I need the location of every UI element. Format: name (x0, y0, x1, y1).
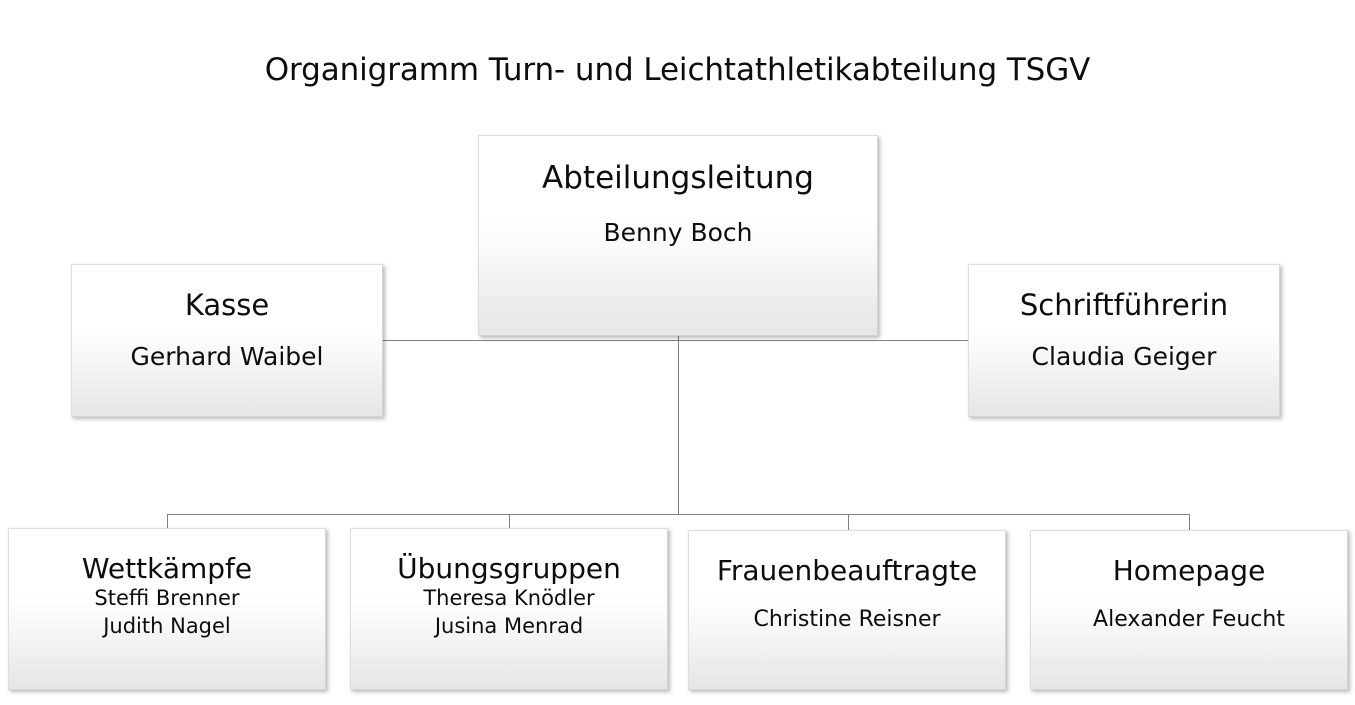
node-uebungsgruppen[interactable]: Übungsgruppen Theresa Knödler Jusina Men… (350, 528, 668, 690)
node-person-uebungsgruppen-1: Theresa Knödler (423, 586, 595, 611)
node-person-uebungsgruppen-2: Jusina Menrad (434, 614, 584, 639)
node-title-homepage: Homepage (1112, 554, 1266, 587)
node-person-abteilungsleitung: Benny Boch (603, 217, 753, 247)
node-person-kasse: Gerhard Waibel (130, 342, 324, 372)
node-title-wettkaempfe: Wettkämpfe (81, 552, 253, 585)
node-title-abteilungsleitung: Abteilungsleitung (542, 160, 814, 196)
node-person-schriftfuehrerin: Claudia Geiger (1031, 342, 1217, 372)
node-kasse[interactable]: Kasse Gerhard Waibel (71, 264, 383, 417)
node-title-kasse: Kasse (184, 288, 270, 322)
node-person-homepage: Alexander Feucht (1093, 607, 1285, 633)
node-title-frauenbeauftragte: Frauenbeauftragte (716, 554, 978, 587)
node-person-wettkaempfe-2: Judith Nagel (103, 614, 231, 639)
node-abteilungsleitung[interactable]: Abteilungsleitung Benny Boch (478, 135, 878, 336)
page-title: Organigramm Turn- und Leichtathletikabte… (264, 52, 1091, 88)
node-wettkaempfe[interactable]: Wettkämpfe Steffi Brenner Judith Nagel (8, 528, 326, 690)
node-frauenbeauftragte[interactable]: Frauenbeauftragte Christine Reisner (688, 530, 1006, 690)
node-schriftfuehrerin[interactable]: Schriftführerin Claudia Geiger (968, 264, 1280, 417)
node-homepage[interactable]: Homepage Alexander Feucht (1030, 530, 1348, 690)
node-title-schriftfuehrerin: Schriftführerin (1019, 288, 1229, 322)
node-title-uebungsgruppen: Übungsgruppen (397, 552, 621, 585)
node-person-frauenbeauftragte: Christine Reisner (753, 607, 941, 633)
node-person-wettkaempfe-1: Steffi Brenner (94, 586, 240, 611)
